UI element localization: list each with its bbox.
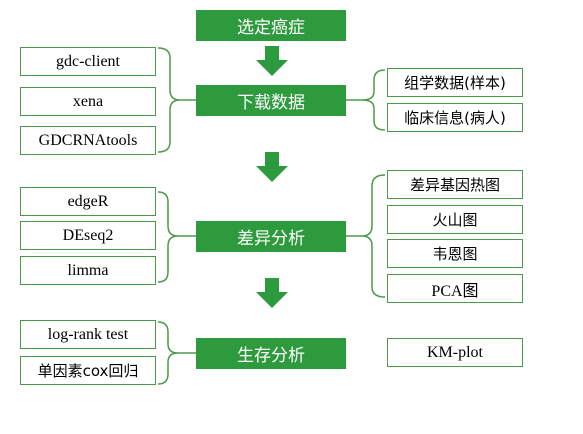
output-pca-plot: PCA图 xyxy=(387,274,523,303)
tool-log-rank-test: log-rank test xyxy=(20,320,156,349)
step-differential-analysis: 差异分析 xyxy=(196,221,346,252)
brace-survival-tools xyxy=(157,321,179,385)
output-km-plot: KM-plot xyxy=(387,338,523,367)
tool-deseq2: DEseq2 xyxy=(20,221,156,250)
output-omics-data: 组学数据(样本) xyxy=(387,68,523,97)
tool-edger: edgeR xyxy=(20,187,156,216)
output-clinical-info: 临床信息(病人) xyxy=(387,103,523,132)
step-survival-analysis: 生存分析 xyxy=(196,338,346,369)
tool-gdcrnatools: GDCRNAtools xyxy=(20,126,156,155)
brace-download-tools xyxy=(157,47,181,153)
brace-download-outputs xyxy=(361,69,386,131)
down-arrow xyxy=(256,46,288,76)
down-arrow xyxy=(256,152,288,182)
output-heatmap: 差异基因热图 xyxy=(387,170,523,199)
step-download-data: 下载数据 xyxy=(196,85,346,116)
tool-limma: limma xyxy=(20,256,156,285)
brace-diff-tools xyxy=(157,191,179,283)
output-venn-diagram: 韦恩图 xyxy=(387,239,523,268)
tool-univariate-cox: 单因素cox回归 xyxy=(20,356,156,385)
brace-diff-outputs xyxy=(361,174,386,298)
tool-xena: xena xyxy=(20,87,156,116)
output-volcano-plot: 火山图 xyxy=(387,205,523,234)
tool-gdc-client: gdc-client xyxy=(20,47,156,76)
down-arrow xyxy=(256,278,288,308)
step-select-cancer: 选定癌症 xyxy=(196,10,346,41)
